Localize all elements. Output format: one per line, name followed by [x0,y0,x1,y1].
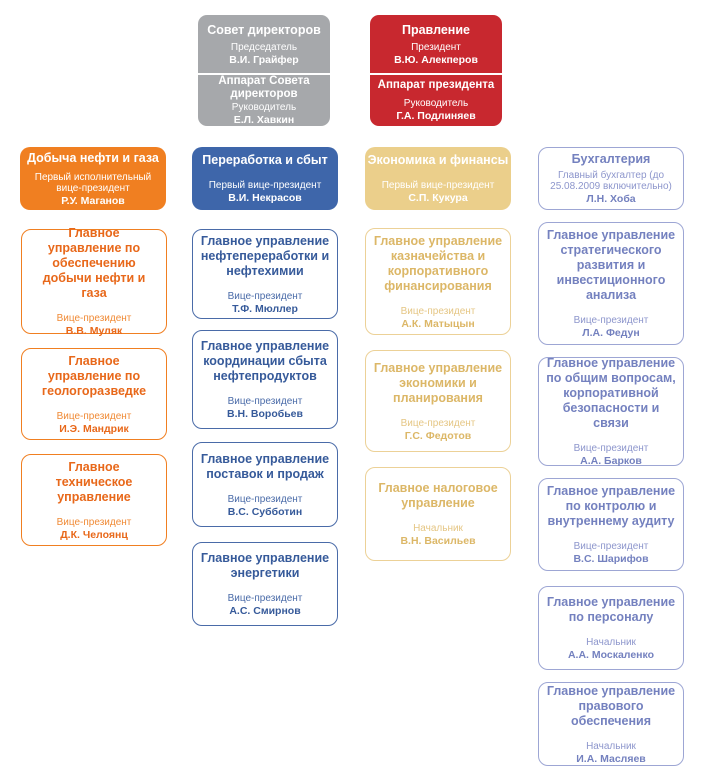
finance-unit-box: Главное налоговое управление Начальник В… [365,467,511,561]
unit-name: В.С. Шарифов [573,553,649,565]
unit-name: Г.С. Федотов [404,429,472,442]
management-title: Правление [401,22,470,37]
unit-title: Главное управление нефтепереработки и не… [200,233,330,278]
unit-name: В.С. Субботин [227,505,303,518]
unit-role: Вице-президент [56,410,132,422]
downstream-head-box: Переработка и сбыт Первый вице-президент… [192,147,338,210]
finance-unit-box: Главное управление экономики и планирова… [365,350,511,452]
unit-title: Главное управление правового обеспечения [546,683,676,728]
unit-name: И.Э. Мандрик [59,422,129,435]
unit-role: Начальник [586,637,636,648]
unit-title: Главное управление энергетики [200,551,330,580]
downstream-head-title: Переработка и сбыт [202,153,328,167]
unit-title: Главное управление по контролю и внутрен… [546,484,676,528]
downstream-unit-box: Главное управление координации сбыта неф… [192,330,338,429]
unit-role: Вице-президент [400,417,476,429]
unit-title: Главное управление поставок и продаж [200,451,330,481]
president-office-name: Г.А. Подлиняев [396,110,476,122]
unit-role: Вице-президент [573,541,649,552]
unit-title: Главное управление по общим вопросам, ко… [546,356,676,430]
unit-title: Главное управление казначейства и корпор… [373,233,503,293]
upstream-unit-box: Главное управление по обеспечению добычи… [21,226,167,337]
other-unit-box: Главное управление по общим вопросам, ко… [538,356,684,467]
management-divider [370,73,502,75]
unit-title: Главное управление стратегического разви… [546,228,676,302]
upstream-head-title: Добыча нефти и газа [27,150,159,165]
upstream-unit-box: Главное техническое управление Вице-през… [21,454,167,546]
unit-name: Д.К. Челоянц [60,528,128,541]
accounting-head-role: Главный бухгалтер (до 25.08.2009 включит… [550,170,672,192]
unit-role: Вице-президент [400,305,476,317]
unit-name: А.А. Барков [580,455,642,467]
upstream-head-role: Первый исполнительный вице-президент [34,171,152,194]
downstream-unit-box: Главное управление нефтепереработки и не… [192,229,338,319]
unit-title: Главное налоговое управление [378,481,498,510]
board-title: Совет директоров [207,22,321,37]
president-office-role: Руководитель [403,98,469,109]
unit-name: В.В. Муляк [65,325,123,337]
board-divider [198,73,330,75]
unit-title: Главное управление по геологоразведке [41,353,147,398]
board-office-role: Руководитель [231,102,297,113]
unit-title: Главное управление по обеспечению добычи… [42,226,146,300]
upstream-unit-box: Главное управление по геологоразведке Ви… [21,348,167,440]
downstream-head-name: В.И. Некрасов [228,192,302,204]
president-office-title: Аппарат президента [377,79,495,91]
board-name: В.И. Грайфер [229,53,299,66]
unit-name: В.Н. Васильев [400,535,476,547]
unit-role: Начальник [586,740,636,752]
unit-title: Главное техническое управление [55,459,133,504]
board-office-title: Аппарат Совета директоров [218,75,310,100]
upstream-head-name: Р.У. Маганов [61,194,125,207]
accounting-head-box: Бухгалтерия Главный бухгалтер (до 25.08.… [538,147,684,210]
unit-title: Главное управление по персоналу [546,595,676,624]
board-office-name: Е.Л. Хавкин [233,114,295,126]
management-board-box: Правление Президент В.Ю. Алекперов Аппар… [370,15,502,126]
other-unit-box: Главное управление по контролю и внутрен… [538,478,684,571]
other-unit-box: Главное управление правового обеспечения… [538,682,684,766]
accounting-head-name: Л.Н. Хоба [586,193,636,205]
unit-name: А.К. Матыцын [401,317,475,330]
unit-name: И.А. Масляев [576,752,646,765]
management-name: В.Ю. Алекперов [394,53,478,66]
downstream-head-role: Первый вице-президент [208,180,322,191]
unit-name: А.А. Москаленко [567,649,655,661]
management-role: Президент [411,41,461,53]
unit-role: Вице-президент [56,313,132,324]
downstream-unit-box: Главное управление поставок и продаж Виц… [192,442,338,527]
unit-role: Вице-президент [227,290,303,302]
unit-role: Вице-президент [227,493,303,505]
finance-head-box: Экономика и финансы Первый вице-президен… [365,147,511,210]
other-unit-box: Главное управление стратегического разви… [538,222,684,345]
finance-head-name: С.П. Кукура [408,192,468,204]
unit-title: Главное управление экономики и планирова… [373,360,503,405]
other-unit-box: Главное управление по персоналу Начальни… [538,586,684,670]
finance-head-title: Экономика и финансы [367,153,509,167]
board-role: Председатель [230,41,298,53]
unit-name: В.Н. Воробьев [227,408,303,420]
unit-role: Вице-президент [227,593,303,604]
unit-role: Вице-президент [573,315,649,326]
unit-name: Л.А. Федун [582,327,640,339]
unit-role: Вице-президент [573,443,649,454]
upstream-head-box: Добыча нефти и газа Первый исполнительны… [20,147,166,210]
accounting-head-title: Бухгалтерия [571,152,651,166]
unit-name: А.С. Смирнов [229,605,301,617]
unit-role: Вице-президент [56,516,132,528]
unit-role: Вице-президент [227,396,303,407]
finance-unit-box: Главное управление казначейства и корпор… [365,228,511,335]
downstream-unit-box: Главное управление энергетики Вице-прези… [192,542,338,626]
finance-head-role: Первый вице-президент [381,180,495,191]
unit-role: Начальник [413,523,463,534]
unit-title: Главное управление координации сбыта неф… [200,339,330,383]
board-of-directors-box: Совет директоров Председатель В.И. Грайф… [198,15,330,126]
unit-name: Т.Ф. Мюллер [232,302,298,315]
